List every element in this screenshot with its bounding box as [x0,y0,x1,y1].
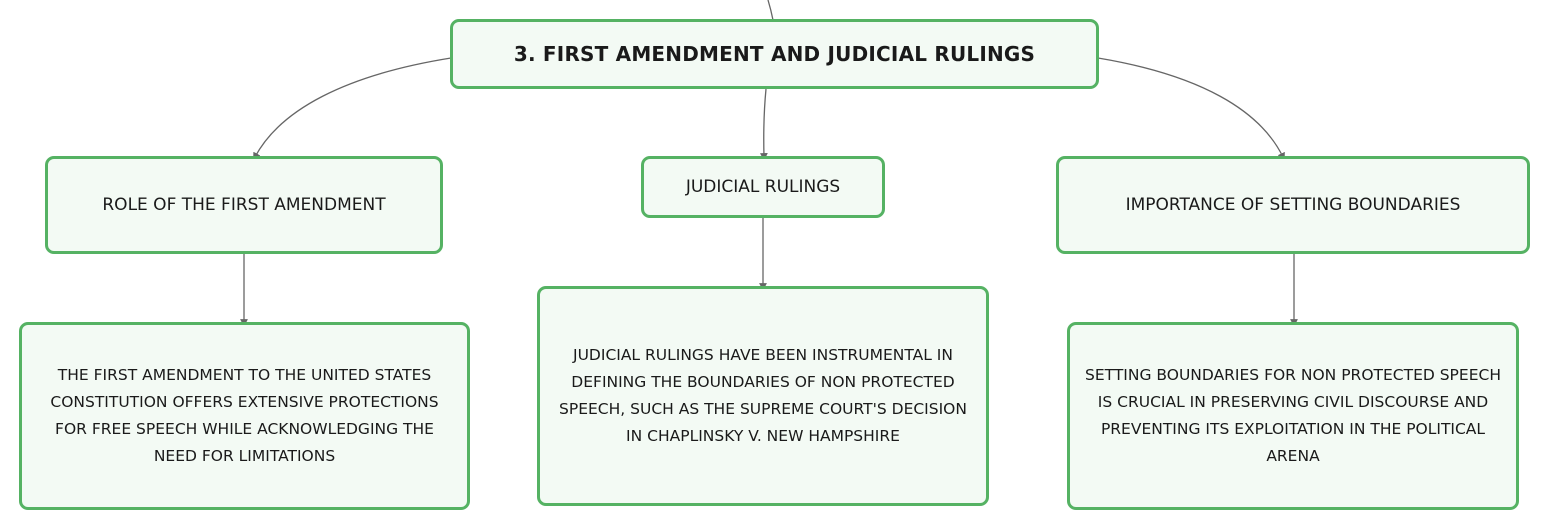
branch-node-role-of-first-amendment[interactable]: ROLE OF THE FIRST AMENDMENT [45,156,443,254]
branch-node-label: JUDICIAL RULINGS [685,177,841,197]
detail-node-text: JUDICIAL RULINGS HAVE BEEN INSTRUMENTAL … [559,346,967,445]
root-node-label: 3. FIRST AMENDMENT AND JUDICIAL RULINGS [513,42,1036,66]
detail-node-text: SETTING BOUNDARIES FOR NON PROTECTED SPE… [1085,366,1501,465]
detail-node-importance-of-setting-boundaries[interactable]: SETTING BOUNDARIES FOR NON PROTECTED SPE… [1067,322,1519,510]
detail-node-text: THE FIRST AMENDMENT TO THE UNITED STATES… [50,366,439,465]
detail-node-judicial-rulings[interactable]: JUDICIAL RULINGS HAVE BEEN INSTRUMENTAL … [537,286,989,506]
connector-root-to-boundaries [1097,57,1285,161]
connector-root-to-judicial [759,88,768,161]
branch-node-label: IMPORTANCE OF SETTING BOUNDARIES [1125,195,1461,215]
branch-node-label: ROLE OF THE FIRST AMENDMENT [102,195,386,215]
incoming-connector [767,0,774,21]
connector-root-to-role [253,57,452,161]
branch-node-importance-of-setting-boundaries[interactable]: IMPORTANCE OF SETTING BOUNDARIES [1056,156,1530,254]
root-node[interactable]: 3. FIRST AMENDMENT AND JUDICIAL RULINGS [450,19,1099,89]
detail-node-role-of-first-amendment[interactable]: THE FIRST AMENDMENT TO THE UNITED STATES… [19,322,470,510]
branch-node-judicial-rulings[interactable]: JUDICIAL RULINGS [641,156,885,218]
